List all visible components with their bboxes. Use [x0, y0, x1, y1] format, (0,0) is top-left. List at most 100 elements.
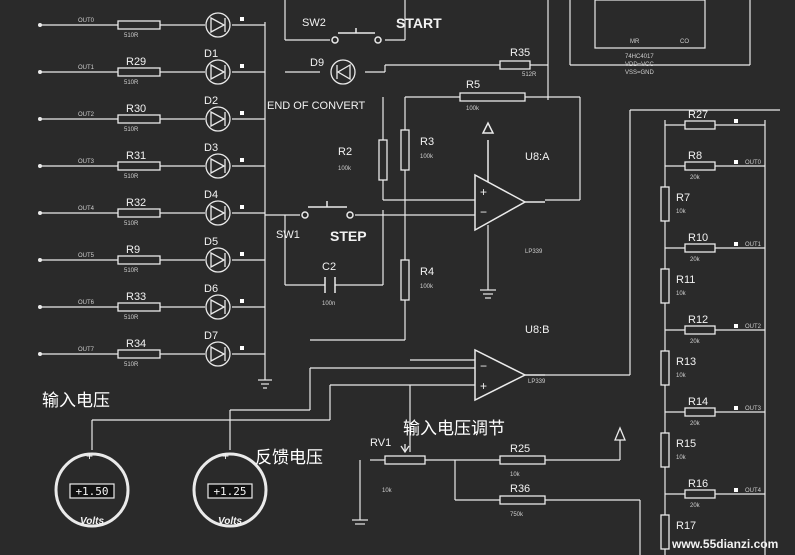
row-resistor	[117, 349, 161, 359]
step-label: STEP	[330, 228, 367, 244]
ladder-r15: R15 10k	[660, 432, 696, 468]
row-diode-label: D2	[204, 95, 218, 107]
ladder-out-label: OUT1	[745, 242, 762, 248]
voltmeter-input-plus: +	[86, 449, 93, 463]
ladder-resistor	[660, 268, 670, 304]
row-pin-marker	[240, 111, 244, 115]
row-out-label: OUT5	[78, 253, 95, 259]
vcc-arrow-icon	[614, 426, 626, 441]
row-out0: OUT0 510R	[38, 12, 265, 39]
ladder-resistor	[660, 432, 670, 468]
u8a-minus: −	[480, 205, 487, 219]
row-resistor	[117, 114, 161, 124]
ladder-value: 20k	[690, 421, 701, 427]
ladder-r17: R17	[660, 514, 696, 550]
r5-value: 100k	[466, 106, 480, 112]
ladder-pin-marker	[734, 160, 738, 164]
row-diode	[205, 153, 231, 179]
row-diode	[205, 106, 231, 132]
r25-value: 10k	[510, 472, 521, 478]
row-resistor	[117, 161, 161, 171]
ladder-label: R14	[688, 396, 708, 408]
r2-value: 100k	[338, 166, 352, 172]
u8a-plus: +	[480, 185, 487, 199]
r3-label: R3	[420, 136, 434, 148]
row-terminal	[38, 70, 42, 74]
r35-label: R35	[510, 47, 530, 59]
row-resistor-label: R33	[126, 291, 146, 303]
row-resistor-label: R31	[126, 150, 146, 162]
ladder-out-label: OUT4	[745, 488, 762, 494]
row-resistor-value: 510R	[124, 174, 139, 180]
u8a-comparator	[474, 121, 545, 232]
row-diode	[205, 12, 231, 38]
u8b-minus: −	[480, 359, 487, 373]
ic-part-label: 74HC4017	[625, 54, 654, 60]
ladder-pin-marker	[734, 242, 738, 246]
row-diode	[205, 59, 231, 85]
row-diode-label: D6	[204, 283, 218, 295]
row-out-label: OUT3	[78, 159, 95, 165]
row-pin-marker	[240, 17, 244, 21]
ladder-label: R16	[688, 478, 708, 490]
ladder-label: R17	[676, 520, 696, 532]
ladder-value: 20k	[690, 175, 701, 181]
voltmeter-feedback-unit: Volts	[218, 516, 243, 527]
row-diode	[205, 341, 231, 367]
d9-diode	[330, 59, 356, 85]
row-terminal	[38, 164, 42, 168]
ladder-pin-marker	[734, 119, 738, 123]
row-diode-label: D7	[204, 330, 218, 342]
row-pin-marker	[240, 346, 244, 350]
row-out3: OUT3 R31 510R D3	[38, 142, 265, 180]
row-resistor-value: 510R	[124, 362, 139, 368]
r35-resistor	[499, 60, 531, 70]
r4-label: R4	[420, 266, 434, 278]
row-out5: OUT5 R9 510R D5	[38, 236, 265, 274]
row-terminal	[38, 117, 42, 121]
row-out-label: OUT0	[78, 18, 95, 24]
row-resistor-label: R34	[126, 338, 146, 350]
c2-value: 100n	[322, 301, 335, 307]
row-terminal	[38, 23, 42, 27]
r35-value: 512R	[522, 72, 537, 78]
r2-label: R2	[338, 146, 352, 158]
row-diode-label: D3	[204, 142, 218, 154]
ic-co-label: CO	[680, 39, 689, 45]
ladder-value: 10k	[676, 209, 687, 215]
watermark: www.55dianzi.com	[671, 537, 778, 551]
ladder-value: 20k	[690, 257, 701, 263]
row-diode	[205, 294, 231, 320]
row-resistor-value: 510R	[124, 268, 139, 274]
eoc-label: END OF CONVERT	[267, 100, 365, 112]
row-diode-label: D5	[204, 236, 218, 248]
ladder-value: 10k	[676, 455, 687, 461]
ic-vss-label: VSS=GND	[625, 70, 655, 76]
row-pin-marker	[240, 299, 244, 303]
ladder-pin-marker	[734, 324, 738, 328]
sw2-label: SW2	[302, 17, 326, 29]
ic-mr-label: MR	[630, 39, 640, 45]
row-out-label: OUT2	[78, 112, 95, 118]
row-resistor-label: R9	[126, 244, 140, 256]
u8a-part: LP339	[525, 249, 543, 255]
row-resistor-value: 510R	[124, 33, 139, 39]
rv1-label: RV1	[370, 437, 391, 449]
resistor-ladder: R27R820kOUT0R710kR1020kOUT1R1110kR1220kO…	[660, 109, 765, 550]
row-resistor-value: 510R	[124, 315, 139, 321]
feedback-voltage-caption: 反馈电压	[255, 448, 323, 468]
r36-label: R36	[510, 483, 530, 495]
voltmeter-feedback-plus: +	[222, 449, 229, 463]
row-out-label: OUT7	[78, 347, 95, 353]
ladder-resistor	[660, 186, 670, 222]
start-label: START	[396, 15, 442, 31]
u8a-label: U8:A	[525, 151, 550, 163]
ladder-label: R15	[676, 438, 696, 450]
